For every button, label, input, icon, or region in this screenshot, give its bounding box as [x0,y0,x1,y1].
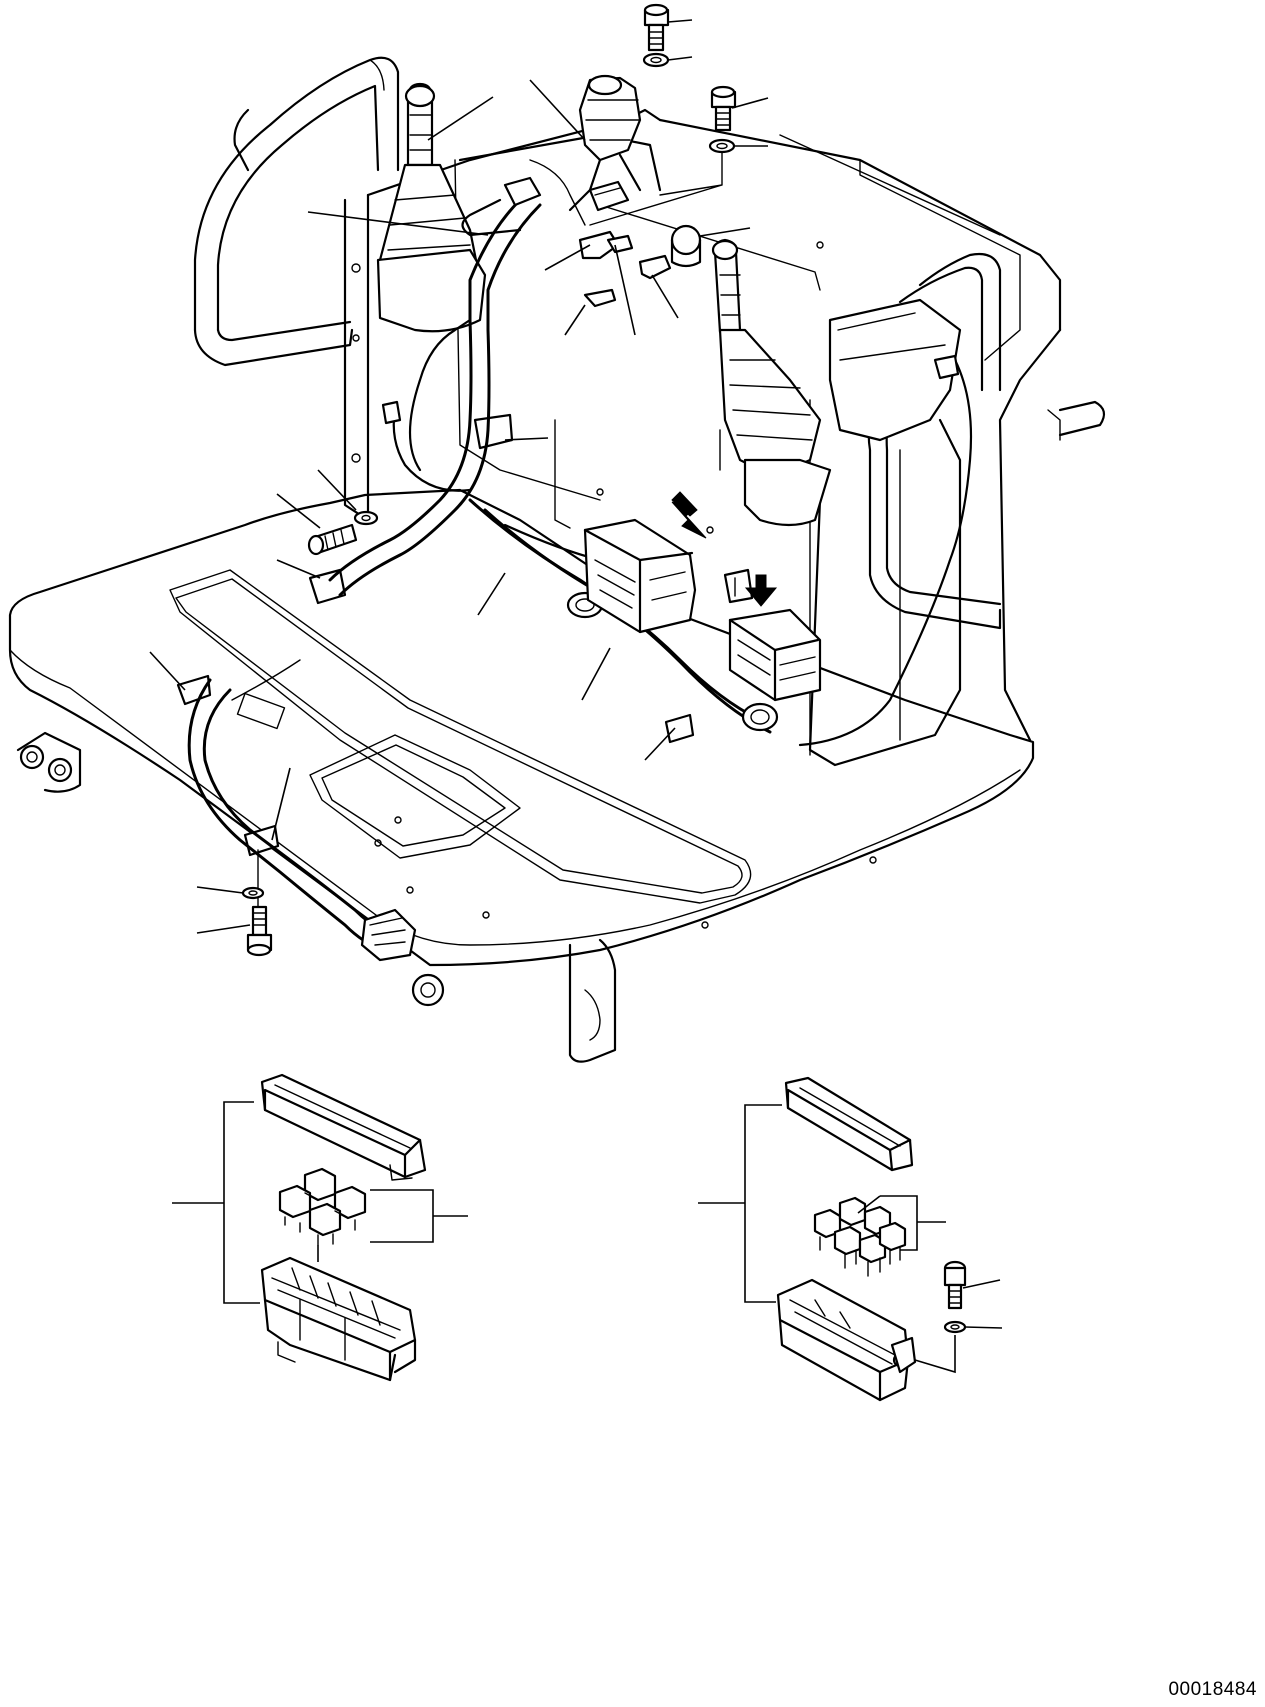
left-control-lever [378,84,660,331]
fuse-box-mounted [725,570,820,700]
indicator-arrows [672,492,776,606]
relay-box-mounted [585,520,695,632]
right-control-lever [713,240,960,525]
fasteners-bottom-left [243,850,271,955]
left-handrail [195,58,398,365]
key-switch [570,76,640,210]
leader-lines-main [150,20,768,933]
relay-box-detail [172,1075,468,1380]
fasteners-top [590,5,735,225]
fasteners-left [309,512,377,554]
operator-floor-frame [10,490,1033,1062]
buzzer [672,226,700,266]
fuse-box-detail [698,1078,1002,1400]
drawing-number: 00018484 [1168,1679,1257,1700]
